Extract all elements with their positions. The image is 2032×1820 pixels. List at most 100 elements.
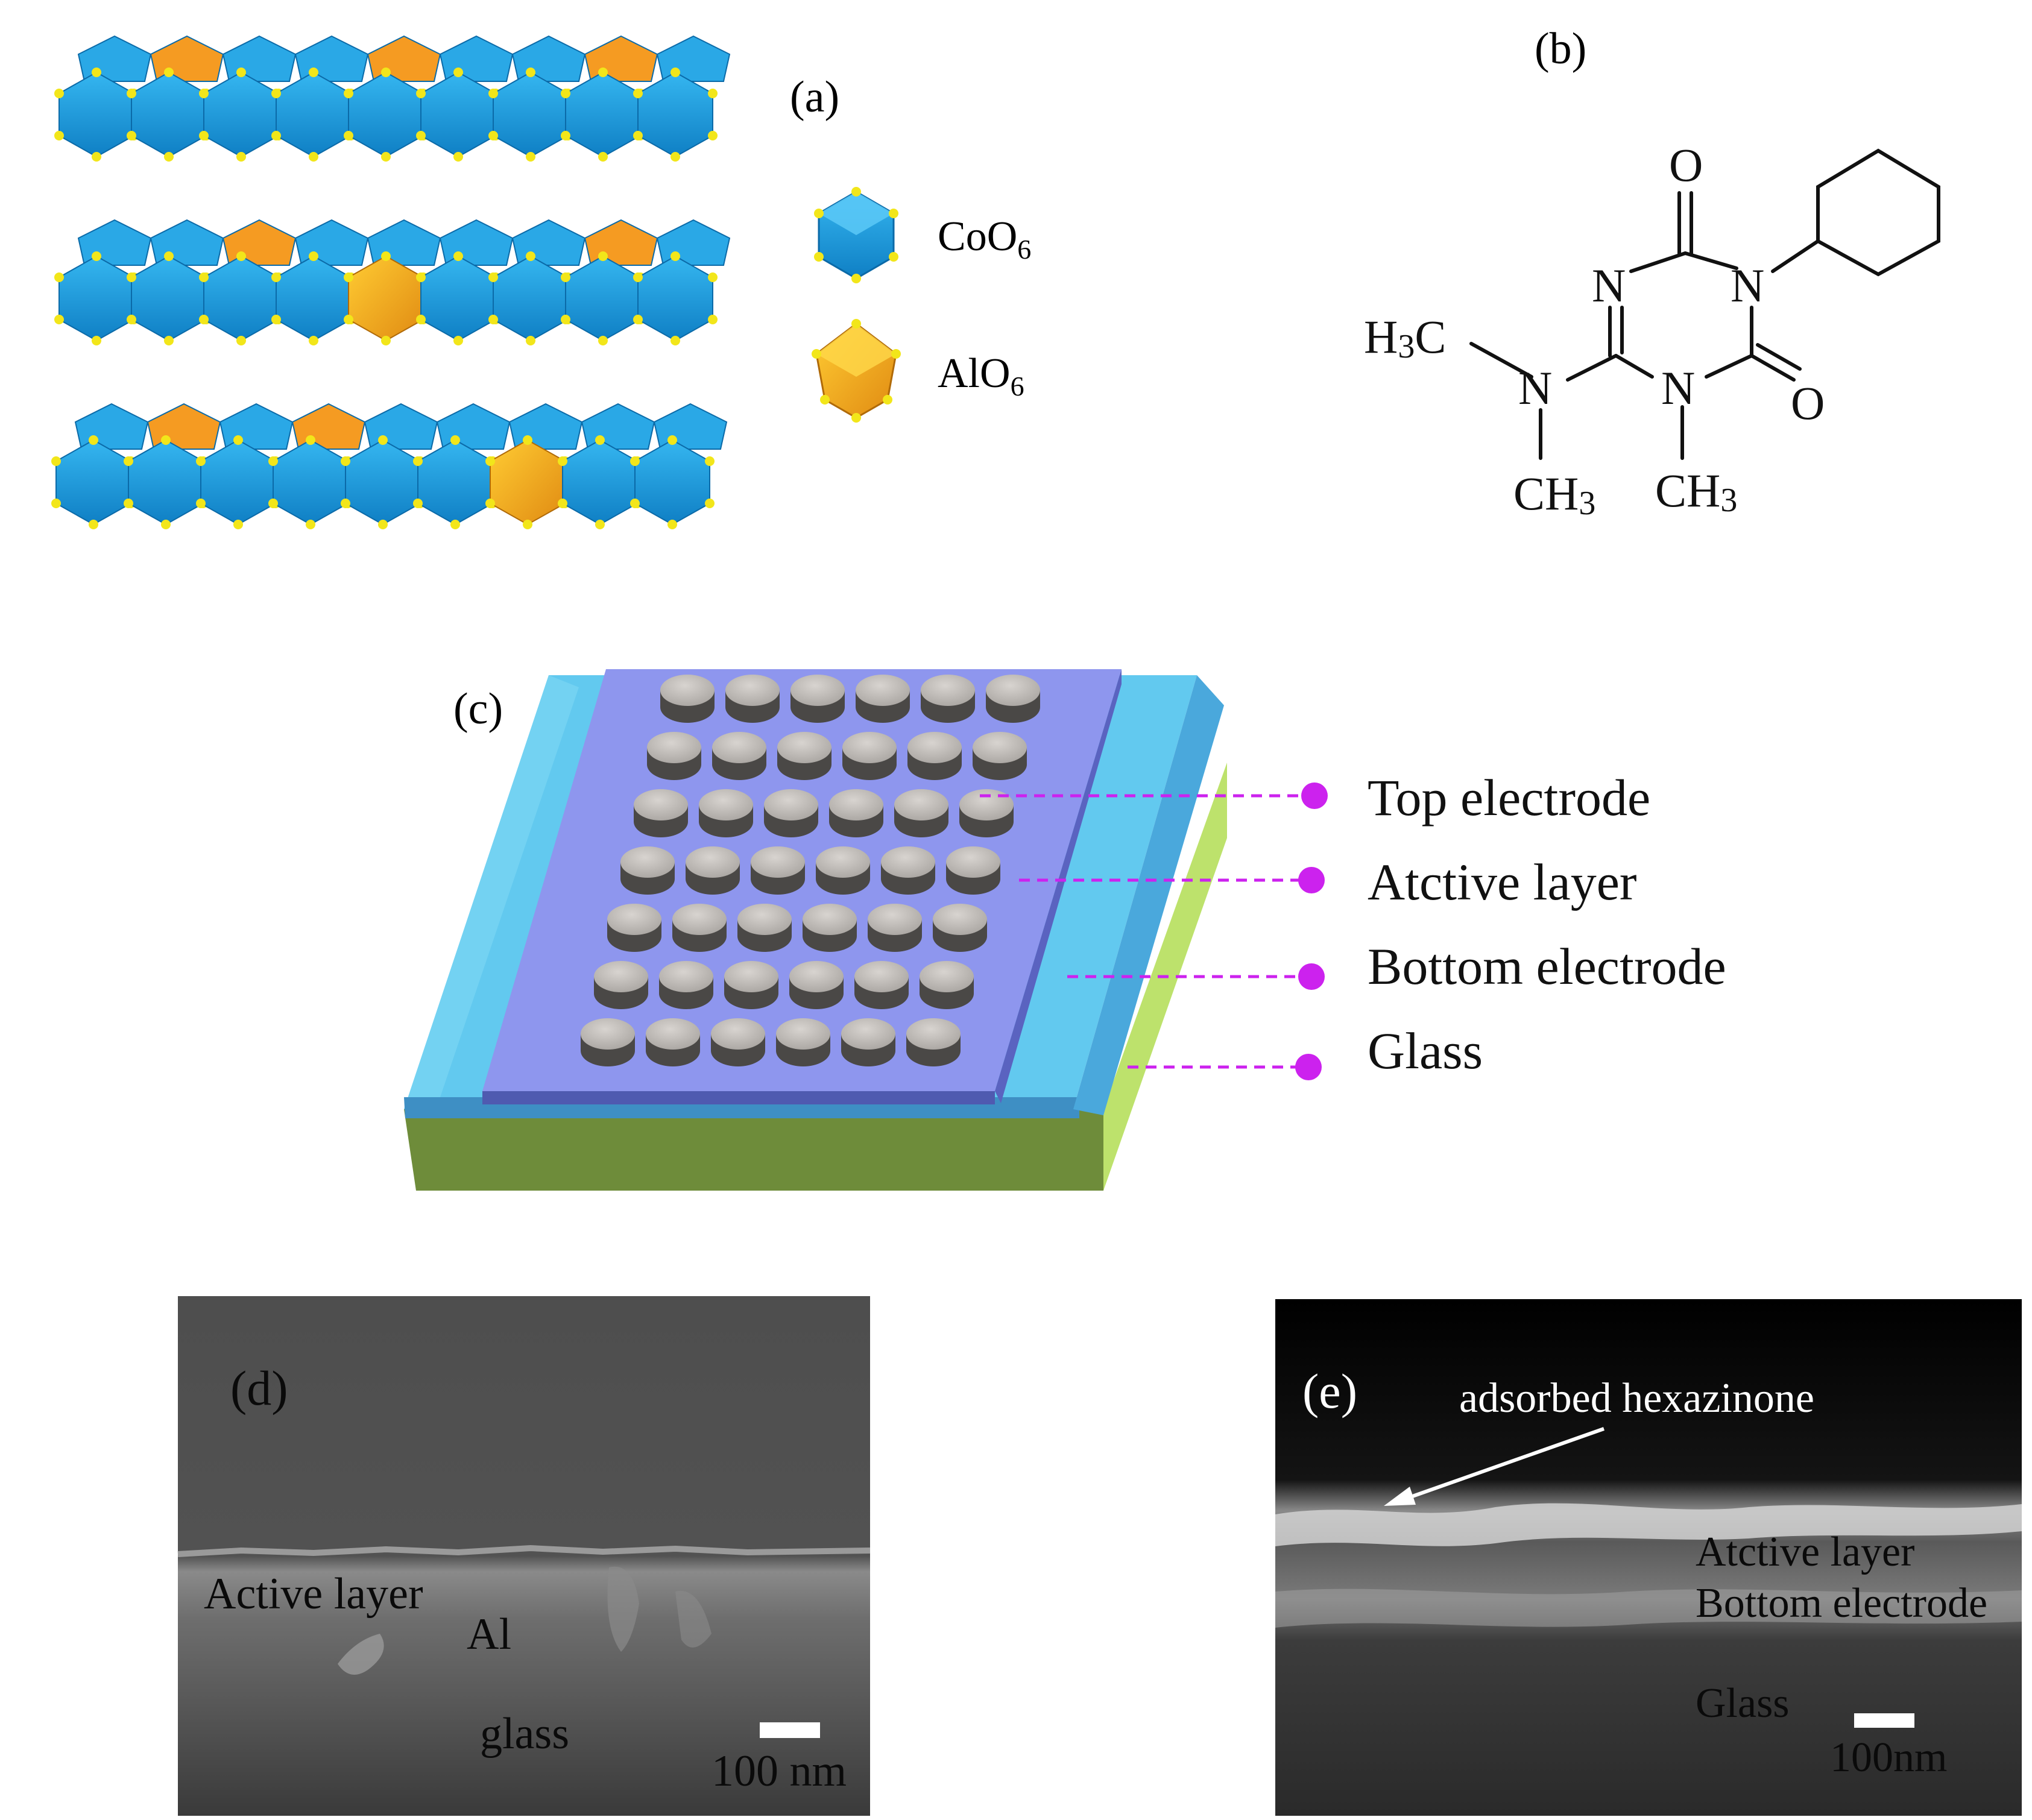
coo6-octahedron [656,219,731,266]
oxygen-vertex [268,456,278,466]
oxygen-vertex [309,152,318,162]
oxygen-vertex [309,336,318,345]
top-electrode-disk [725,675,780,723]
oxygen-vertex [381,68,391,77]
atom-n2: N [1731,259,1764,312]
active-layer-front [482,1091,995,1104]
oxygen-vertex [127,272,136,282]
oxygen-vertex [526,251,535,261]
leader-dot-2 [1298,867,1325,893]
atom-o-right: O [1791,377,1825,429]
oxygen-vertex [558,499,567,508]
coo6-octahedron [439,35,514,82]
top-electrode-disk [946,846,1000,895]
coo6-octahedron [276,255,352,342]
top-electrode-disk [856,675,910,723]
oxygen-vertex [670,152,680,162]
alo6-octahedron-icon [812,319,901,423]
sem-e-background [1275,1299,2022,1816]
top-electrode-disk [646,1018,700,1066]
panel-a-label: (a) [790,72,839,122]
oxygen-vertex [196,499,206,508]
top-electrode-disk [607,904,661,952]
oxygen-vertex [127,89,136,98]
alo6-octahedron [150,35,224,82]
alo6-octahedron [367,35,441,82]
oxygen-vertex [598,336,608,345]
coo6-octahedron [637,71,713,158]
sem-d-feature-3 [675,1590,712,1648]
layer-leaders [980,782,1328,1080]
leader-dot-3 [1298,963,1325,990]
coo6-octahedron [656,35,731,82]
oxygen-vertex [236,251,246,261]
oxygen-vertex [561,89,570,98]
oxygen-vertex [670,68,680,77]
oxygen-vertex [378,435,388,445]
sem-e-arrow-line [1398,1427,1604,1503]
oxygen-vertex [344,272,353,282]
coo6-octahedron [128,439,204,526]
oxygen-vertex [92,336,101,345]
oxygen-vertex [164,152,174,162]
top-electrode-disk [737,904,792,952]
oxygen-vertex [488,89,498,98]
oxygen-vertex [670,336,680,345]
top-electrode-disk [841,1018,895,1066]
oxygen-vertex [268,499,278,508]
oxygen-vertex [708,89,718,98]
coo6-octahedron [562,439,638,526]
oxygen-vertex [233,520,243,529]
top-electrode-disk [647,732,701,780]
oxygen-vertex [271,89,281,98]
coo6-octahedron [203,71,279,158]
top-electrode-disk [906,1018,961,1066]
oxygen-vertex [595,520,605,529]
panel-e-label: (e) [1302,1364,1357,1419]
oxygen-vertex [344,315,353,324]
octahedra-layer-3 [51,403,728,529]
oxygen-vertex [92,68,101,77]
coo6-octahedron [219,403,294,450]
oxygen-vertex [54,131,64,140]
oxygen-vertex [416,315,426,324]
octahedra-layer-2 [54,219,731,345]
sem-e-glass: Glass [1696,1680,1790,1727]
oxygen-vertex [344,89,353,98]
leader-dot-1 [1301,782,1328,809]
oxygen-vertex [526,68,535,77]
sem-d-feature-2 [607,1566,639,1652]
oxygen-vertex [561,131,570,140]
oxygen-vertex [92,152,101,162]
top-electrode-disk [634,789,688,837]
oxygen-vertex [416,89,426,98]
legend-coo6-label: CoO6 [938,213,1031,265]
oxygen-vertex [523,435,532,445]
sem-e-adsorbed-label: adsorbed hexazinone [1459,1375,1814,1422]
octahedra-layers [51,35,731,529]
oxygen-vertex [51,499,61,508]
oxygen-vertex [416,131,426,140]
top-electrode-disk [920,961,974,1009]
atom-o-top: O [1669,139,1703,191]
coo6-octahedron [58,71,134,158]
coo6-octahedron [131,71,207,158]
oxygen-vertex [558,456,567,466]
top-electrode-disk [672,904,727,952]
oxygen-vertex [127,315,136,324]
oxygen-vertex [196,456,206,466]
panel-e-sem-image: (e) adsorbed hexazinone Atctive layer Bo… [1275,1299,2022,1816]
panel-c-device-schematic: (c) Top electrode Atctive layer Bottom e… [404,669,1726,1191]
atom-ch3-right: CH3 [1655,464,1737,519]
coo6-octahedron [55,439,131,526]
alo6-octahedron [584,35,658,82]
oxygen-vertex [309,251,318,261]
oxygen-vertex [381,152,391,162]
coo6-octahedron [436,403,511,450]
coo6-octahedron [493,71,569,158]
molecule-atoms: O N N N O N H3C CH3 CH3 [1364,139,1825,522]
coo6-octahedron [276,71,352,158]
coo6-octahedron [77,219,152,266]
coo6-octahedron [77,35,152,82]
top-electrode-disk [803,904,857,952]
